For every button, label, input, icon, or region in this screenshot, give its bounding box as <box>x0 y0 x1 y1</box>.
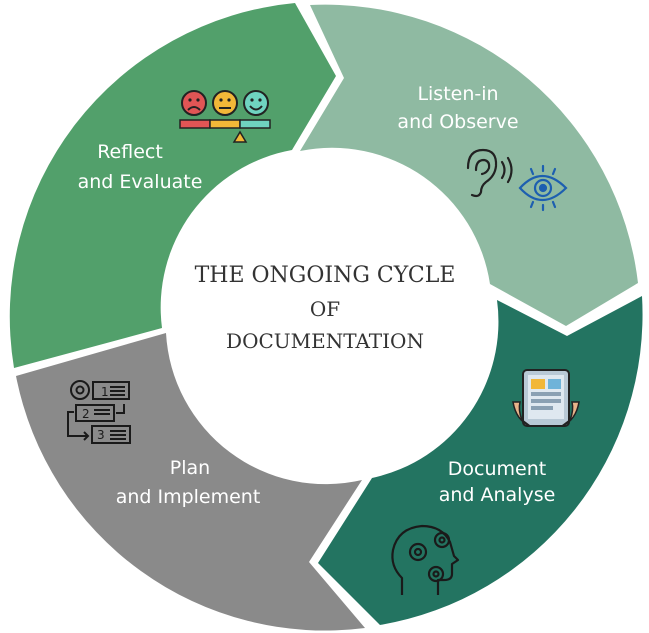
svg-text:2: 2 <box>82 407 90 421</box>
tablet-icon <box>512 369 580 427</box>
center-title-line2: OF <box>310 297 340 321</box>
label-and-evaluate: and Evaluate <box>78 171 203 193</box>
center-title-line1: THE ONGOING CYCLE <box>195 263 456 288</box>
steps-icon: 1 2 3 <box>67 380 131 444</box>
svg-text:3: 3 <box>97 428 105 442</box>
label-and-implement: and Implement <box>116 486 261 508</box>
label-document: Document <box>448 458 546 480</box>
eye-icon <box>518 164 568 212</box>
label-plan: Plan <box>170 457 210 479</box>
center-circle <box>165 153 485 473</box>
feedback-faces-icon <box>179 90 271 143</box>
segment-plan-implement <box>16 333 365 631</box>
label-and-observe: and Observe <box>397 111 518 133</box>
label-reflect: Reflect <box>97 141 163 163</box>
center-title-line3: DOCUMENTATION <box>226 329 424 353</box>
head-gears-icon <box>391 524 460 595</box>
ear-icon <box>466 148 513 198</box>
svg-text:1: 1 <box>101 385 109 399</box>
label-listen-in: Listen-in <box>417 83 498 105</box>
label-and-analyse: and Analyse <box>439 484 556 506</box>
